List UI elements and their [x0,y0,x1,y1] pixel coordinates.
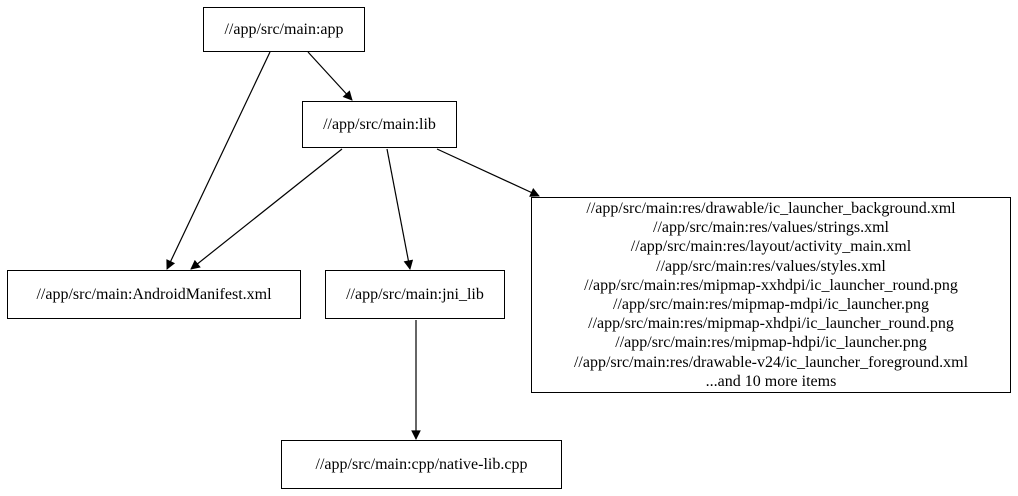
node-android-manifest-label: //app/src/main:AndroidManifest.xml [36,286,272,303]
resource-item: //app/src/main:res/layout/activity_main.… [630,238,912,256]
edge-lib-to-resources [436,148,540,197]
edge-app-to-manifest [166,51,271,270]
node-app: //app/src/main:app [203,7,365,52]
resource-item: //app/src/main:res/values/strings.xml [653,219,889,237]
resource-item: //app/src/main:res/mipmap-hdpi/ic_launch… [615,334,927,352]
edge-lib-to-jni-lib [386,148,414,270]
resource-item: //app/src/main:res/drawable/ic_launcher_… [586,199,956,217]
node-jni-lib: //app/src/main:jni_lib [325,270,505,319]
resource-item: //app/src/main:res/values/styles.xml [656,257,886,275]
resource-item: //app/src/main:res/drawable-v24/ic_launc… [573,353,969,371]
resource-item: //app/src/main:res/mipmap-xhdpi/ic_launc… [588,315,954,333]
node-lib: //app/src/main:lib [302,101,457,148]
node-app-label: //app/src/main:app [224,21,344,38]
resource-item: //app/src/main:res/mipmap-mdpi/ic_launch… [613,296,929,313]
resource-more-items: ...and 10 more items [705,372,837,390]
node-resources: //app/src/main:res/drawable/ic_launcher_… [531,197,1011,393]
edge-app-to-lib [307,51,353,101]
node-android-manifest: //app/src/main:AndroidManifest.xml [7,270,301,319]
node-lib-label: //app/src/main:lib [323,116,436,133]
node-native-lib-label: //app/src/main:cpp/native-lib.cpp [315,456,528,473]
node-native-lib: //app/src/main:cpp/native-lib.cpp [281,440,562,489]
node-jni-lib-label: //app/src/main:jni_lib [346,286,484,303]
edge-lib-to-manifest [190,148,343,270]
resource-item: //app/src/main:res/mipmap-xxhdpi/ic_laun… [584,276,958,294]
